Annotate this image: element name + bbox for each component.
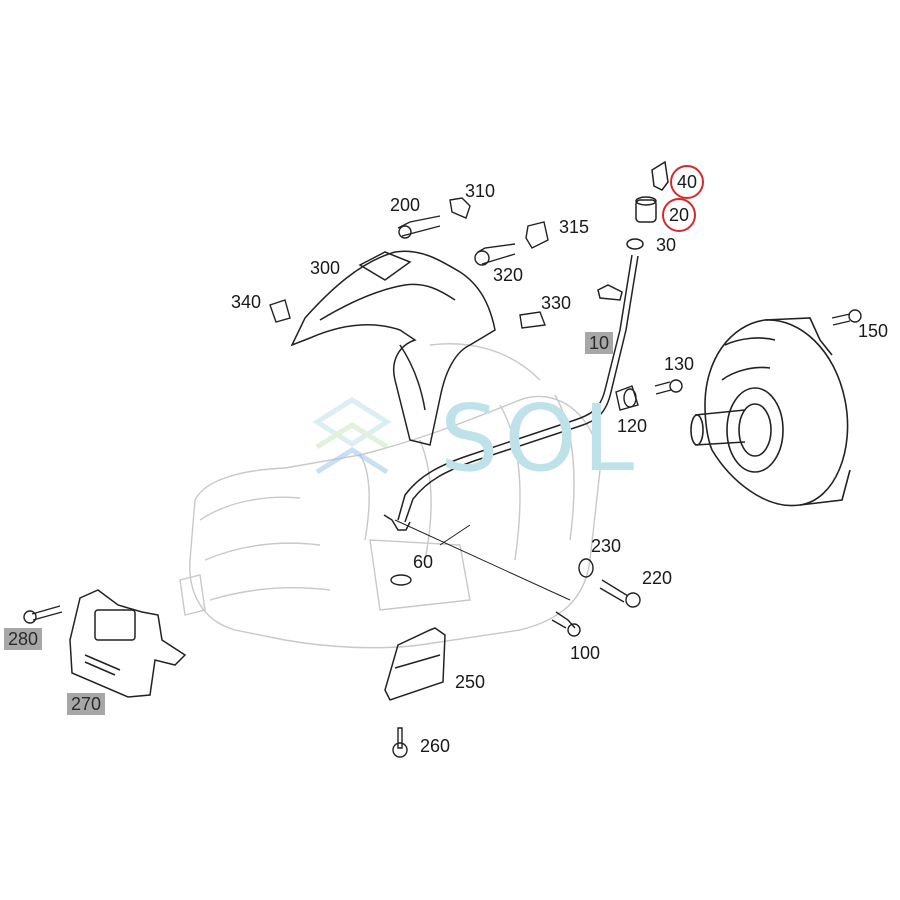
torque-converter [690, 317, 851, 507]
callout-270: 270 [67, 693, 106, 715]
cover-plate [290, 250, 496, 446]
callout-315: 315 [559, 217, 590, 237]
callout-40: 40 [670, 165, 704, 199]
dipstick-cap-parts [635, 160, 669, 223]
callout-60: 60 [413, 552, 434, 572]
callout-100: 100 [570, 643, 601, 663]
callout-30: 30 [656, 235, 677, 255]
dipstick-tube [383, 238, 644, 531]
watermark-text: SOL [440, 385, 641, 492]
callout-130: 130 [664, 354, 695, 374]
mount-bracket [69, 589, 187, 698]
callout-20: 20 [662, 198, 696, 232]
callout-330: 330 [541, 293, 572, 313]
callout-120: 120 [617, 416, 648, 436]
callout-280: 280 [4, 628, 43, 650]
heat-shield [384, 627, 446, 701]
callout-310: 310 [465, 181, 496, 201]
callout-10: 10 [585, 332, 614, 354]
callout-220: 220 [642, 568, 673, 588]
callout-260: 260 [420, 736, 451, 756]
callout-250: 250 [455, 672, 486, 692]
callout-230: 230 [591, 536, 622, 556]
callout-150: 150 [858, 321, 889, 341]
callout-300: 300 [310, 258, 341, 278]
callout-200: 200 [390, 195, 421, 215]
fasteners [23, 197, 862, 758]
callout-320: 320 [493, 265, 524, 285]
leader-lines [394, 519, 571, 601]
watermark-logo-icon [312, 397, 392, 475]
callout-340: 340 [231, 292, 262, 312]
